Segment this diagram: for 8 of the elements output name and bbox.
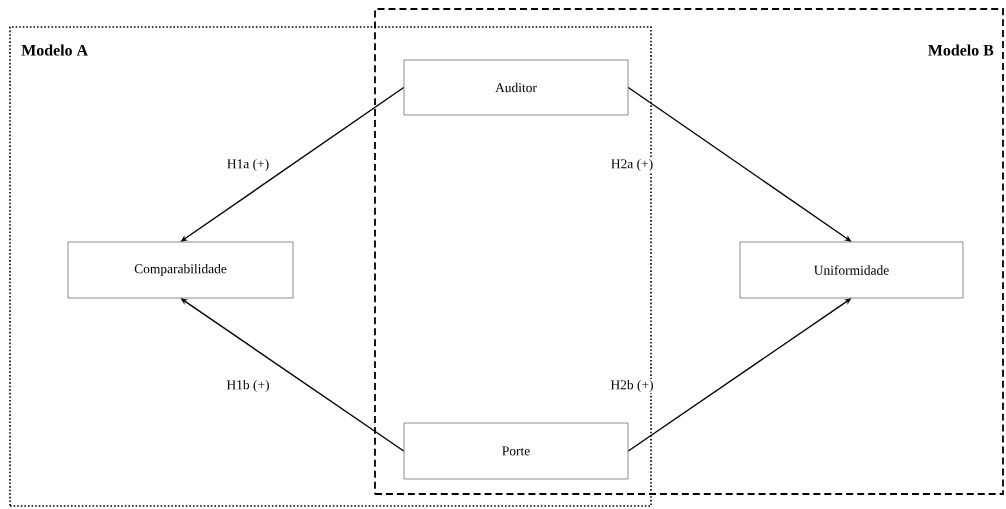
variable-box: Comparabilidade [67,241,294,299]
edge-label: H1a (+) [225,157,271,173]
edge-label: H2b (+) [609,378,655,394]
variable-box: Porte [403,422,629,480]
variable-box: Uniformidade [739,241,964,299]
variable-box: Auditor [403,59,629,116]
edge-label: H1b (+) [225,378,271,394]
edge-label: H2a (+) [609,157,655,173]
